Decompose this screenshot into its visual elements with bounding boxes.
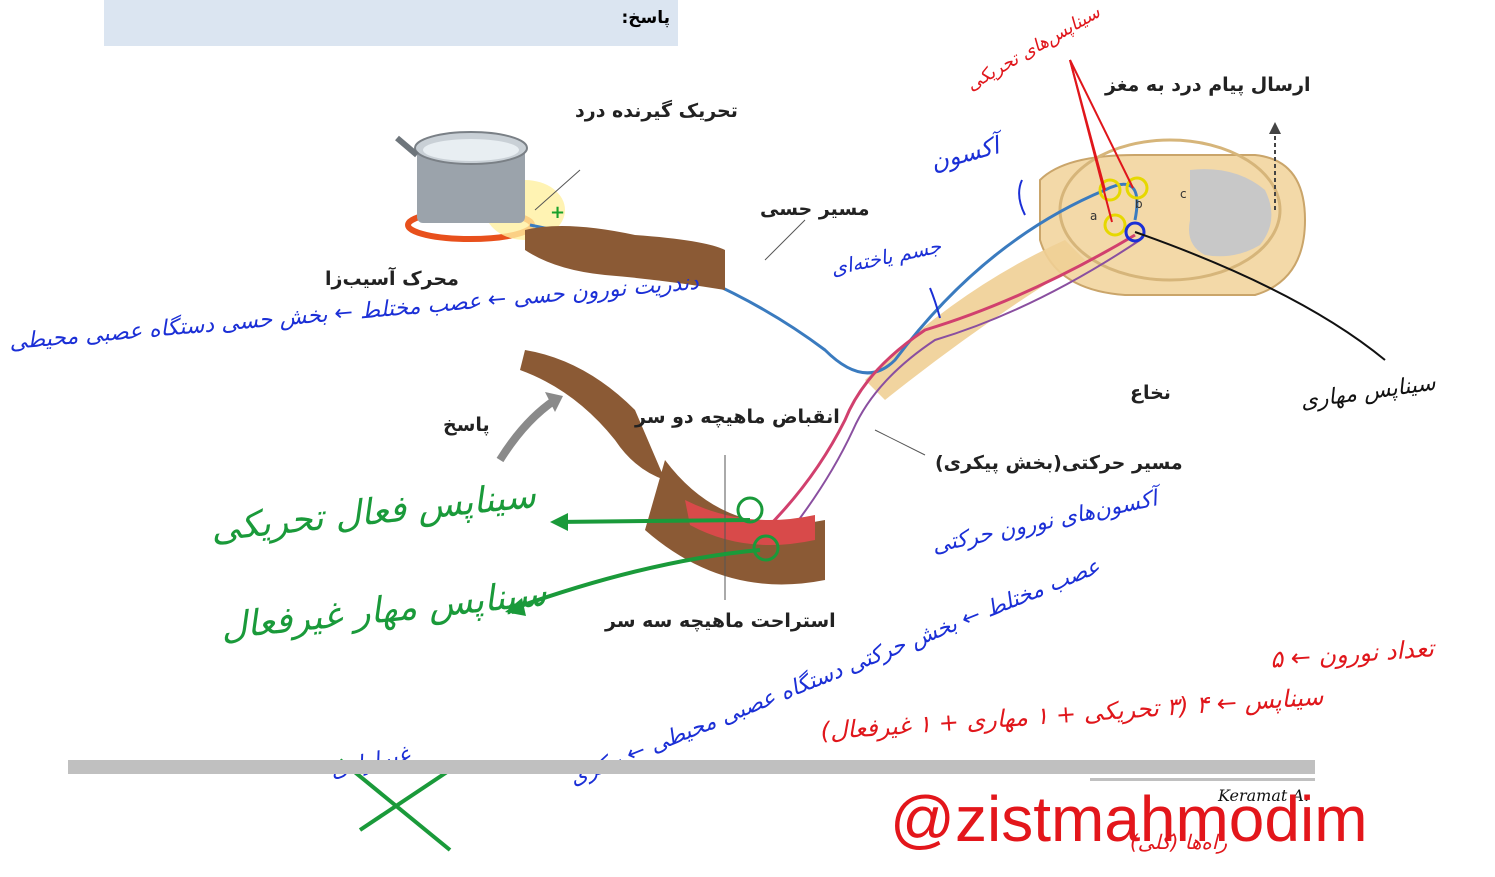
label-send-pain: ارسال پیام درد به مغز — [1105, 74, 1311, 96]
plus-sign: + — [550, 202, 565, 223]
label-response: پاسخ — [443, 414, 490, 436]
label-sensory-path: مسیر حسی — [760, 198, 870, 220]
label-a: a — [1090, 209, 1097, 223]
answer-label: پاسخ: — [621, 8, 670, 28]
note-synapse-count: سیناپس ← ۴ (۳ تحریکی + ۱ مهاری + ۱ غیرفع… — [820, 682, 1325, 745]
footer-line — [1090, 778, 1315, 781]
label-biceps: انقباض ماهیچه دو سر — [635, 406, 840, 428]
pot-water — [423, 139, 519, 161]
answer-header-bar: پاسخ: — [104, 0, 678, 46]
label-c: c — [1180, 187, 1187, 201]
reflex-artwork: + a b c — [305, 60, 1325, 650]
reflex-diagram: + a b c تحریک گیرنده درد محرک آسیب‌زا مس… — [305, 60, 1325, 650]
footer-separator — [68, 760, 1315, 774]
label-harmful: محرک آسیب‌زا — [325, 268, 459, 290]
label-motor-path: مسیر حرکتی(بخش پیکری) — [935, 452, 1183, 474]
watermark: @zistmahmodim — [890, 782, 1368, 856]
label-spinal-cord: نخاع — [1130, 382, 1171, 404]
label-triceps: استراحت ماهیچه سه سر — [605, 610, 836, 632]
label-stimulus: تحریک گیرنده درد — [575, 100, 738, 122]
